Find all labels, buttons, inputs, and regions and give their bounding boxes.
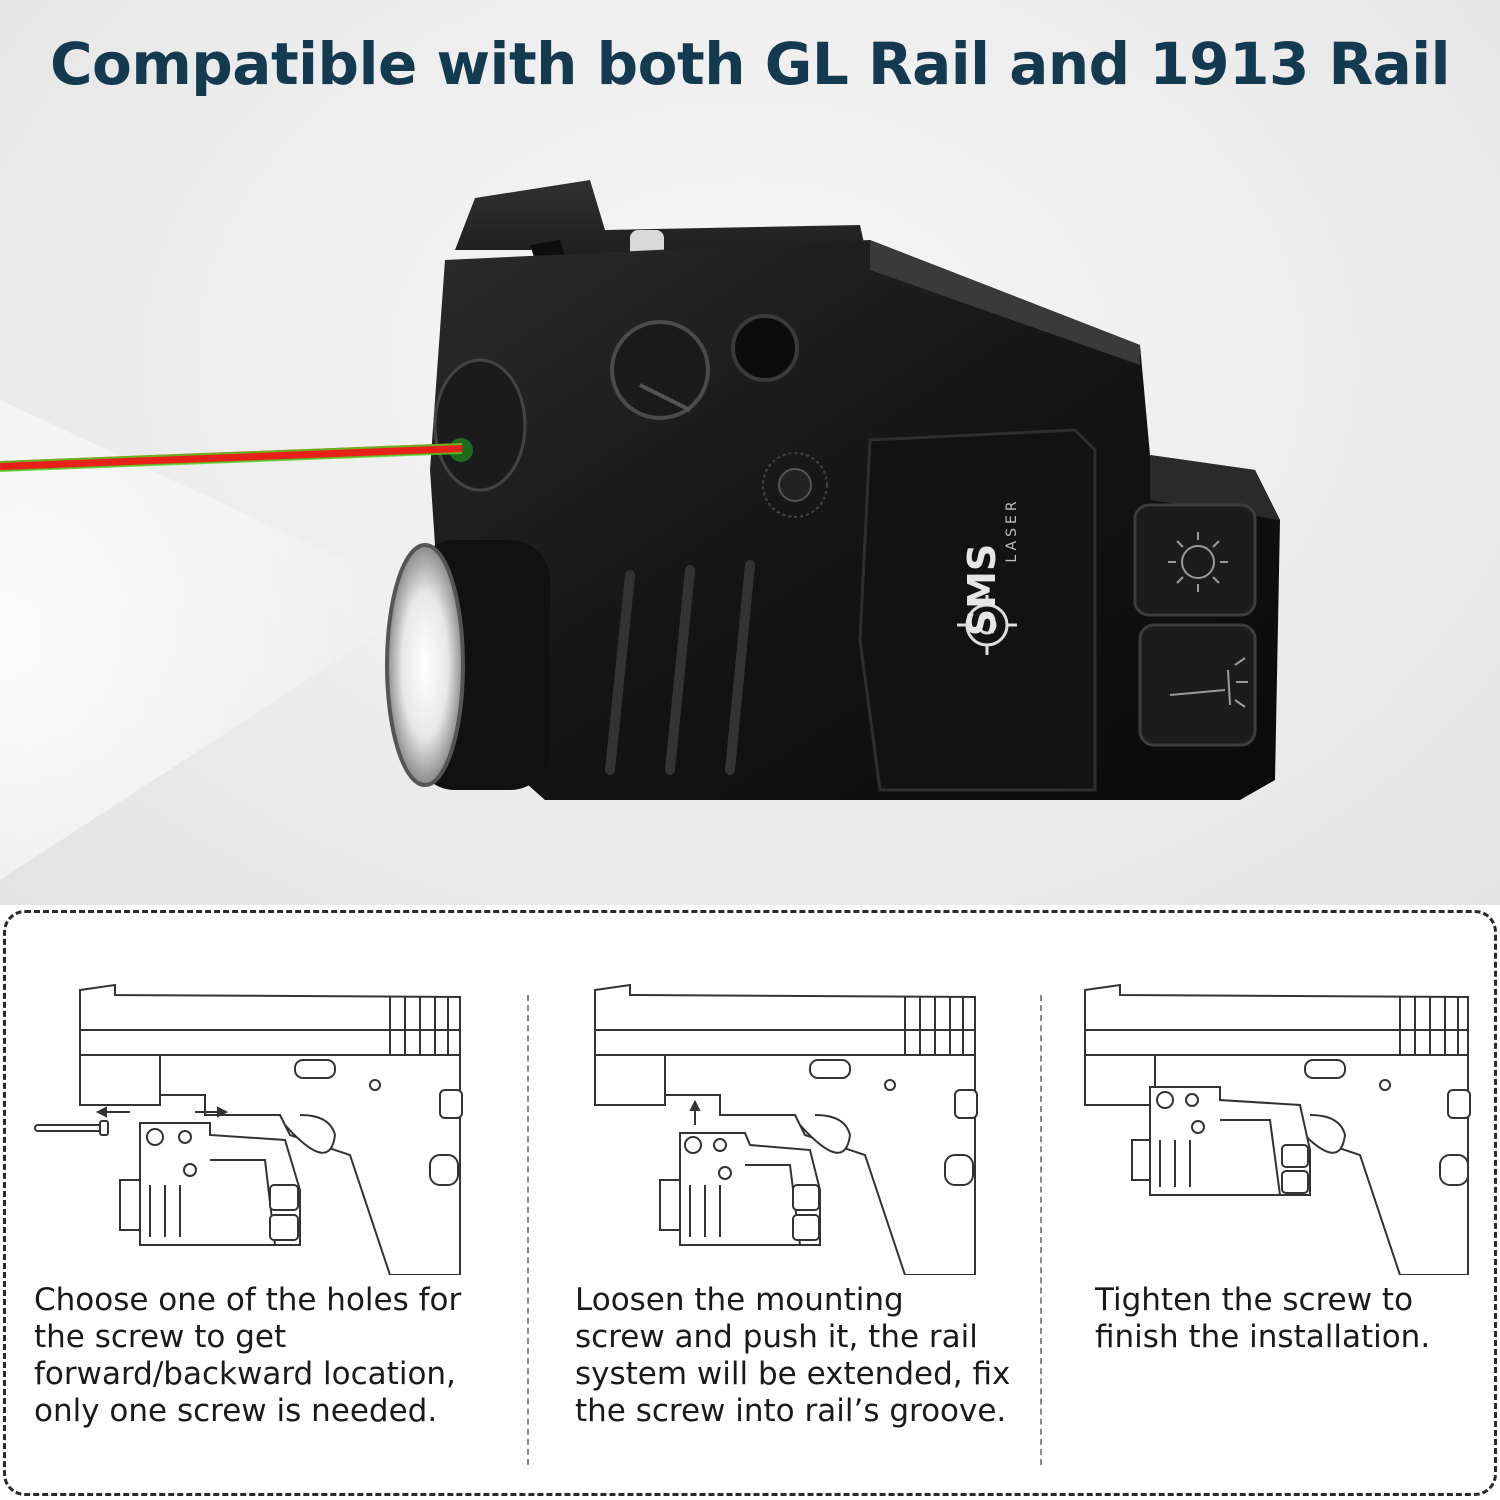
page-title: Compatible with both GL Rail and 1913 Ra… (49, 30, 1451, 98)
flashlight-lens (385, 543, 465, 787)
laser-beam-red (0, 443, 463, 471)
step-3-illustration (1084, 983, 1471, 1275)
brand-logo-text: SMS (960, 544, 1004, 637)
step-1-illustration (34, 983, 463, 1275)
grip-grooves (605, 560, 755, 775)
laser-beam-green-edge (0, 443, 463, 463)
hero-section: SMS LASER Compatible with both GL Rail a… (0, 0, 1500, 905)
step-divider (1040, 995, 1042, 1465)
step-2-illustration (594, 983, 978, 1275)
brand-logo-subtext: LASER (1004, 497, 1020, 562)
step-divider (527, 995, 529, 1465)
light-beam (0, 400, 430, 880)
sun-button-icon (1168, 532, 1228, 592)
step-3-caption: Tighten the screw to finish the installa… (1095, 1282, 1431, 1355)
product-illustration: SMS LASER (0, 180, 1280, 880)
arrow-right-icon (195, 1106, 229, 1118)
flashlight-button-icon (1169, 657, 1248, 708)
step-1-caption: Choose one of the holes for the screw to… (34, 1282, 462, 1429)
target-logo-icon (957, 595, 1017, 655)
arrow-left-icon (95, 1106, 130, 1118)
screw-pin (34, 1120, 109, 1136)
adjust-knob (610, 320, 710, 420)
brand-panel (858, 428, 1097, 792)
arrow-up-icon (689, 1099, 701, 1125)
step-2-caption: Loosen the mounting screw and push it, t… (575, 1282, 1011, 1429)
